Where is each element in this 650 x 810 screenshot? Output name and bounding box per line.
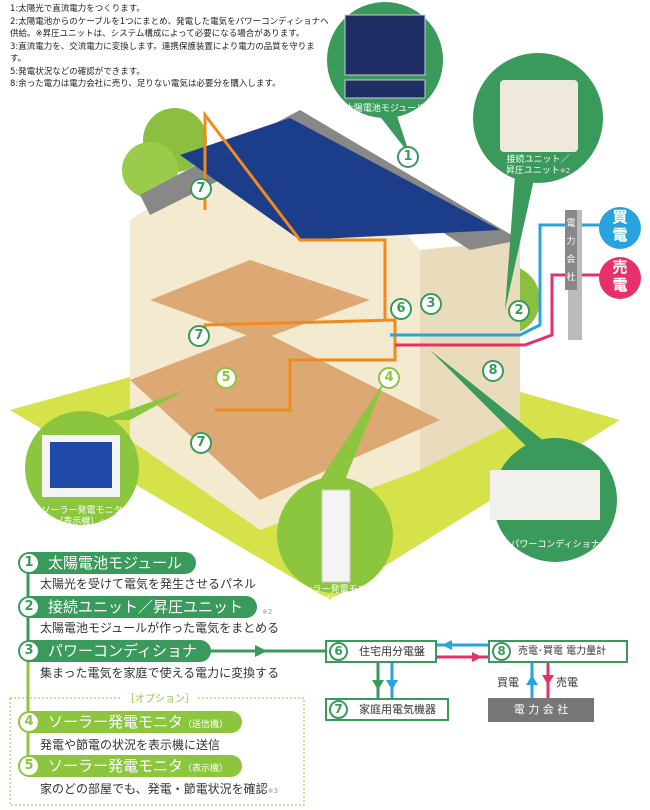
note-3: 3:直流電力を、交流電力に変換します。連携保護装置により電力の品質を守ります。 [10,41,315,65]
note-8: 8:余った電力は電力会社に売り、足りない電気は必要分を購入します。 [10,79,281,89]
pole-label: 電力会社 [565,215,577,287]
marker-2: 2 [508,300,530,322]
legend-item-2: 2 接続ユニット／昇圧ユニット [18,596,258,618]
marker-1: 1 [397,146,419,168]
legend-num: 3 [20,642,38,660]
note-5: 5:発電状況などの確認ができます。 [10,66,145,77]
legend-num: 2 [20,598,38,616]
display-label-1: ソーラー発電モニタ [41,506,123,516]
legend-title: 太陽電池モジュール [48,554,182,572]
legend-sub: （表示機） [183,764,229,774]
unit-label: 接続ユニット／昇圧ユニット※2 [488,155,588,177]
marker-7: 7 [188,325,210,347]
buy-badge: 買電 [612,208,628,244]
flow-distribution-board: 6 住宅用分電盤 [325,640,437,663]
marker-7: 7 [190,432,212,454]
unit-label-1: 接続ユニット／ [506,155,570,165]
marker-6: 6 [390,298,412,320]
marker-4: 4 [378,367,400,389]
flow-meter: 8 売電･買電 電力量計 [488,640,628,663]
flow-num: 7 [329,700,348,719]
legend-desc: 太陽光を受けて電気を発生させるパネル [40,577,257,591]
marker-3: 3 [420,293,442,315]
flow-sell-label: 売電 [556,676,578,689]
sender-label-1: ソーラー発電モニタ [294,585,376,595]
display-label-2: （表示機） [54,517,100,527]
display-note: ※3 [99,518,110,526]
notes: 1:太陽光で直流電力をつくります。 2:太陽電池からのケーブルを1つにまとめ、発… [10,3,330,91]
legend-num: 5 [20,757,38,775]
flow-label: 住宅用分電盤 [359,645,425,658]
flow-label: 売電･買電 電力量計 [518,646,607,657]
marker-7: 7 [190,178,212,200]
display-label: ソーラー発電モニタ（表示機）※3 [32,506,132,528]
sender-label-2: （送信機） [312,596,358,606]
note-1: 1:太陽光で直流電力をつくります。 [10,4,145,14]
legend-item-5: 5 ソーラー発電モニタ（表示機） [18,755,243,777]
pole-char: 社 [566,273,576,283]
legend-desc: 太陽電池モジュールが作った電気をまとめる [40,621,280,635]
legend-desc: 集まった電気を家庭で使える電力に変換する [40,666,280,680]
flow-buy-label: 買電 [497,676,519,689]
option-label: ［オプション］ [122,690,198,705]
legend-item-4: 4 ソーラー発電モニタ（送信機） [18,711,243,733]
sell-badge: 売電 [612,258,628,294]
pole-char: 電 [566,219,576,229]
legend-note: ※3 [267,787,278,795]
legend-desc: 発電や節電の状況を表示機に送信 [40,738,221,752]
marker-8: 8 [482,360,504,382]
flow-power-company: 電 力 会 社 [488,698,594,722]
sender-label: ソーラー発電モニタ（送信機） [285,585,385,607]
flow-label: 家庭用電気機器 [359,703,436,716]
pole-char: 会 [566,255,576,265]
unit-label-2: 昇圧ユニット [505,166,560,176]
legend-title: パワーコンディショナ [48,642,197,660]
legend-note: ※2 [262,608,273,616]
pcs-label: パワーコンディショナ [510,540,600,550]
module-label: 太陽電池モジュール [344,104,426,114]
legend-title: ソーラー発電モニタ [48,757,184,775]
flow-num: 6 [329,642,348,661]
legend-sub: （送信機） [183,720,229,730]
legend-num: 1 [20,554,38,572]
legend-item-1: 1 太陽電池モジュール [18,552,196,574]
flow-appliances: 7 家庭用電気機器 [325,698,449,721]
legend-num: 4 [20,713,38,731]
flow-num: 8 [492,642,511,661]
legend-title: 接続ユニット／昇圧ユニット [48,598,244,616]
unit-note: ※2 [559,167,571,175]
pole-char: 力 [566,237,576,247]
marker-5: 5 [215,367,237,389]
note-2: 2:太陽電池からのケーブルを1つにまとめ、発電した電気をパワーコンディショナへ供… [10,16,329,40]
legend-item-3: 3 パワーコンディショナ [18,640,211,662]
legend-title: ソーラー発電モニタ [48,713,184,731]
legend-desc: 家のどの部屋でも、発電・節電状況を確認※3 [40,780,278,797]
legend-desc-text: 家のどの部屋でも、発電・節電状況を確認 [40,782,268,796]
